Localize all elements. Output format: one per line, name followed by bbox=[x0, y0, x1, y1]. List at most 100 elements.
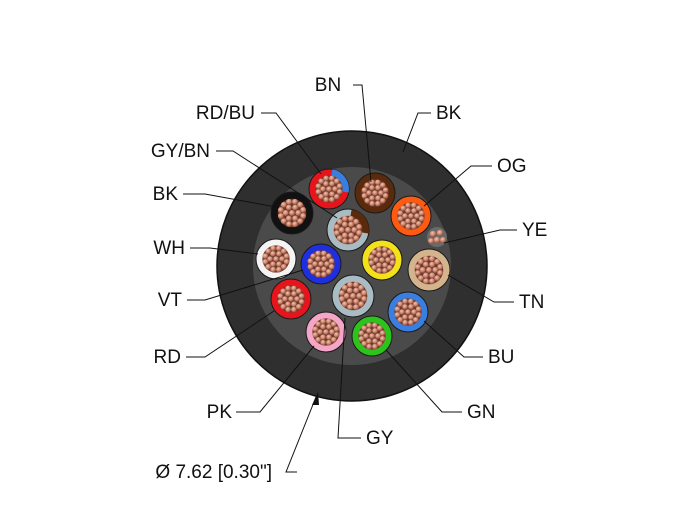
strand bbox=[376, 267, 382, 274]
leader-diameter bbox=[285, 396, 317, 473]
strand bbox=[385, 257, 391, 263]
strand bbox=[285, 204, 292, 211]
strand bbox=[320, 186, 326, 192]
strand bbox=[405, 208, 411, 214]
strand bbox=[372, 343, 378, 350]
strand bbox=[323, 191, 329, 197]
strand bbox=[291, 306, 297, 313]
strand bbox=[333, 332, 340, 338]
leader-wh bbox=[190, 247, 259, 255]
strand bbox=[375, 185, 381, 191]
strand bbox=[372, 328, 378, 334]
strand bbox=[262, 259, 269, 265]
strand bbox=[341, 301, 348, 308]
leader-og bbox=[423, 165, 492, 207]
strand bbox=[346, 298, 353, 305]
strand bbox=[353, 287, 360, 294]
strand bbox=[265, 248, 272, 255]
strand bbox=[317, 329, 323, 335]
strand bbox=[376, 246, 382, 253]
strand bbox=[341, 284, 348, 291]
strand bbox=[386, 249, 393, 256]
strand bbox=[415, 220, 422, 227]
strand bbox=[386, 264, 393, 271]
strand bbox=[292, 198, 298, 205]
strand bbox=[292, 221, 298, 228]
strand bbox=[405, 309, 411, 315]
strand bbox=[276, 245, 282, 252]
strand bbox=[307, 264, 314, 270]
strand bbox=[338, 290, 345, 296]
strand bbox=[315, 183, 322, 189]
strand bbox=[320, 318, 326, 325]
conductor-vt bbox=[300, 243, 342, 285]
label-bu: BU bbox=[488, 347, 514, 368]
strand bbox=[405, 218, 411, 224]
strand bbox=[369, 179, 375, 186]
strand bbox=[437, 264, 444, 270]
strand bbox=[417, 258, 424, 265]
strand bbox=[361, 187, 368, 193]
strand bbox=[336, 183, 343, 189]
strand bbox=[318, 193, 325, 200]
strand bbox=[358, 336, 365, 342]
strand bbox=[400, 220, 407, 227]
strand bbox=[333, 193, 340, 200]
strand bbox=[397, 316, 404, 323]
strand bbox=[280, 263, 287, 270]
strand bbox=[419, 267, 426, 273]
strand bbox=[341, 221, 348, 228]
strand bbox=[429, 278, 435, 285]
strand bbox=[376, 262, 382, 269]
conductor-ye bbox=[361, 239, 403, 281]
leader-ye bbox=[443, 229, 517, 244]
strand bbox=[379, 336, 386, 342]
strand bbox=[323, 175, 329, 182]
strand bbox=[283, 259, 290, 265]
strand bbox=[285, 215, 292, 222]
strand bbox=[320, 324, 326, 330]
strand bbox=[356, 224, 363, 230]
strand bbox=[277, 293, 284, 299]
strand bbox=[429, 261, 436, 268]
conductor-rd bbox=[270, 278, 312, 320]
strand bbox=[350, 293, 356, 299]
strand bbox=[326, 186, 332, 192]
strand bbox=[389, 254, 396, 260]
strand bbox=[368, 260, 375, 266]
strand bbox=[285, 301, 291, 308]
label-vt: VT bbox=[158, 290, 183, 311]
strand bbox=[312, 326, 319, 332]
strand bbox=[361, 325, 368, 332]
strand bbox=[373, 257, 379, 263]
strand bbox=[286, 221, 292, 228]
strand bbox=[323, 196, 329, 203]
conductor-bn bbox=[354, 172, 396, 214]
strand bbox=[338, 227, 345, 233]
strand bbox=[408, 213, 414, 219]
strand bbox=[312, 261, 318, 267]
strand bbox=[353, 298, 360, 305]
strand bbox=[333, 178, 340, 185]
strand bbox=[353, 304, 359, 311]
strand bbox=[294, 296, 300, 302]
strand bbox=[382, 193, 389, 199]
strand bbox=[326, 318, 332, 325]
strand bbox=[382, 252, 388, 258]
strand bbox=[270, 251, 276, 257]
strand bbox=[437, 270, 444, 276]
leader-tn bbox=[447, 274, 514, 303]
conductor-pk bbox=[305, 311, 347, 353]
label-rd: RD bbox=[154, 347, 181, 368]
strand bbox=[298, 293, 305, 299]
strand bbox=[372, 322, 378, 329]
strand bbox=[329, 196, 335, 203]
strand bbox=[422, 261, 429, 268]
strand bbox=[375, 200, 381, 207]
strand bbox=[411, 218, 417, 224]
strand bbox=[405, 202, 411, 209]
strand bbox=[382, 262, 388, 269]
strand bbox=[273, 256, 279, 262]
strand bbox=[364, 182, 371, 189]
leader-bu bbox=[423, 320, 483, 358]
